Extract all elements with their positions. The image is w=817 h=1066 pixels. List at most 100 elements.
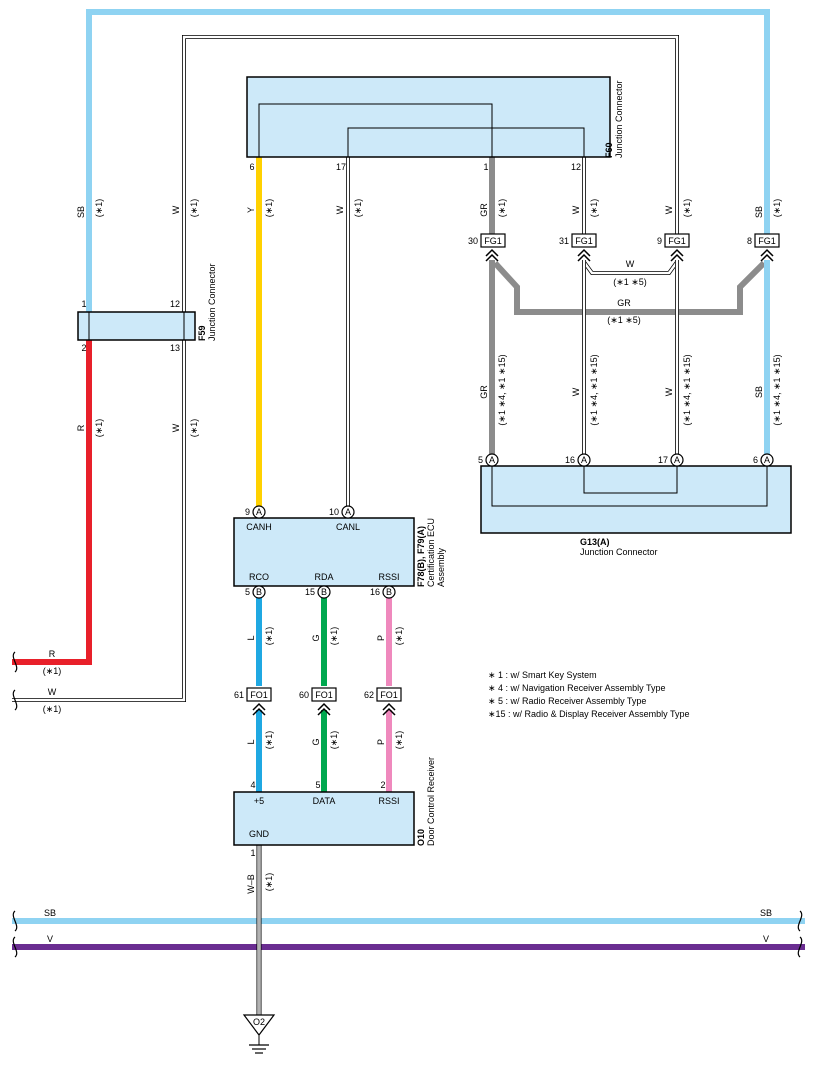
wire-note: (∗1 ∗5): [607, 315, 641, 325]
wire-note: (∗1): [353, 199, 363, 218]
wire-note: (∗1): [589, 199, 599, 218]
wire-note: (∗1): [772, 199, 782, 218]
wire-code: R: [49, 649, 56, 659]
circle-letter-a: A: [674, 455, 680, 465]
f60-junction-connector: [246, 76, 611, 158]
pin-letter-circles: A A B B B A A A A: [252, 453, 774, 599]
wire-note: (∗1): [394, 627, 404, 646]
f60-pin: 6: [249, 162, 254, 172]
f59-pin: 13: [170, 343, 180, 353]
f60-pin: 17: [336, 162, 346, 172]
g13-pin: 5: [478, 455, 483, 465]
wire-code: W: [171, 423, 181, 432]
ecu-pin: 15: [305, 587, 315, 597]
fo1-pin: 60: [299, 690, 309, 700]
g13-junction-connector: [480, 465, 792, 534]
wire-note: (∗1 ∗4, ∗1 ∗15): [682, 354, 692, 425]
wire-note: (∗1 ∗5): [613, 277, 647, 287]
circle-letter-b: B: [321, 587, 327, 597]
f59-id: F59: [197, 325, 207, 341]
wire-note: (∗1): [394, 731, 404, 750]
f59-name: Junction Connector: [207, 263, 217, 341]
ground-id: O2: [253, 1017, 265, 1027]
g13-pin: 17: [658, 455, 668, 465]
wire-note: (∗1 ∗4, ∗1 ∗15): [497, 354, 507, 425]
wire-code: W: [664, 387, 674, 396]
wire-code: P: [376, 635, 386, 641]
legend: ∗ 1 : w/ Smart Key System ∗ 4 : w/ Navig…: [488, 670, 689, 719]
wire-code: W: [664, 205, 674, 214]
fg1-connectors: FG1 FG1 FG1 FG1 30 31 9 8: [468, 233, 780, 262]
f59-pin: 2: [81, 343, 86, 353]
wire-labels: SB (∗1) W (∗1) Y (∗1) W (∗1) GR (∗1) W (…: [76, 199, 782, 894]
wire-code: SB: [76, 206, 86, 218]
wire-code: GR: [617, 298, 631, 308]
wire-code: W: [571, 205, 581, 214]
wire-note: (∗1): [682, 199, 692, 218]
f60-pin: 1: [483, 162, 488, 172]
wire-code: SB: [44, 908, 56, 918]
fg1-label: FG1: [668, 236, 686, 246]
wire-note: (∗1): [329, 627, 339, 646]
o10-pin: 1: [250, 848, 255, 858]
g13-pin: 6: [753, 455, 758, 465]
wire-note: (∗1): [189, 419, 199, 438]
ecu-rco-label: RCO: [249, 572, 269, 582]
wire-code: Y: [246, 207, 256, 213]
ecu-canl-label: CANL: [336, 522, 360, 532]
wire-code: W–B: [246, 874, 256, 894]
wire-code: P: [376, 739, 386, 745]
wire-code: W: [571, 387, 581, 396]
component-names: F60 Junction Connector F59 Junction Conn…: [197, 80, 658, 846]
circle-letter-a: A: [345, 507, 351, 517]
circle-letter-a: A: [764, 455, 770, 465]
fo1-connectors: FO1 FO1 FO1 61 60 62: [234, 687, 402, 716]
wire-code: G: [311, 634, 321, 641]
wire-code: SB: [754, 386, 764, 398]
circle-letter-b: B: [386, 587, 392, 597]
door-control-receiver: [233, 791, 415, 846]
circle-letter-a: A: [581, 455, 587, 465]
wire-code: W: [171, 205, 181, 214]
fo1-pin: 61: [234, 690, 244, 700]
wire-code: SB: [754, 206, 764, 218]
wire-code: L: [246, 739, 256, 744]
ecu-canh-label: CANH: [246, 522, 272, 532]
f60-pin: 12: [571, 162, 581, 172]
fg1-label: FG1: [575, 236, 593, 246]
wire-note: (∗1): [264, 731, 274, 750]
wire-note: (∗1): [264, 199, 274, 218]
fo1-pin: 62: [364, 690, 374, 700]
wire-code: W: [626, 259, 635, 269]
wire-note: (∗1 ∗4, ∗1 ∗15): [589, 354, 599, 425]
ecu-pin: 5: [245, 587, 250, 597]
wire-code: L: [246, 635, 256, 640]
fg1-pin: 8: [747, 236, 752, 246]
o10-pin: 4: [250, 780, 255, 790]
f59-pin: 1: [81, 299, 86, 309]
wire-w-left: [12, 340, 186, 702]
pin-labels: CANH CANL RCO RDA RSSI +5 DATA RSSI GND: [246, 522, 399, 839]
pin-numbers: 6 17 1 12 1 12 2 13 9 10 5 15 16 5 16 17…: [81, 162, 758, 858]
wire-code: G: [311, 738, 321, 745]
f59-junction-connector: [77, 311, 196, 341]
o10-data-label: DATA: [313, 796, 336, 806]
legend-item: ∗ 1 : w/ Smart Key System: [488, 670, 597, 680]
wire-note: (∗1): [94, 419, 104, 438]
f60-name: Junction Connector: [614, 80, 624, 158]
fo1-label: FO1: [380, 690, 398, 700]
legend-item: ∗15 : w/ Radio & Display Receiver Assemb…: [488, 709, 689, 719]
circle-letter-a: A: [256, 507, 262, 517]
fo1-label: FO1: [250, 690, 268, 700]
g13-pin: 16: [565, 455, 575, 465]
circle-letter-b: B: [256, 587, 262, 597]
wire-note: (∗1): [189, 199, 199, 218]
legend-item: ∗ 4 : w/ Navigation Receiver Assembly Ty…: [488, 683, 665, 693]
wire-note: (∗1 ∗4, ∗1 ∗15): [772, 354, 782, 425]
g13-id: G13(A): [580, 537, 610, 547]
wire-note: (∗1): [264, 627, 274, 646]
fo1-label: FO1: [315, 690, 333, 700]
wire-code: W: [48, 687, 57, 697]
certification-ecu: [233, 517, 415, 587]
wire-code: W: [335, 205, 345, 214]
